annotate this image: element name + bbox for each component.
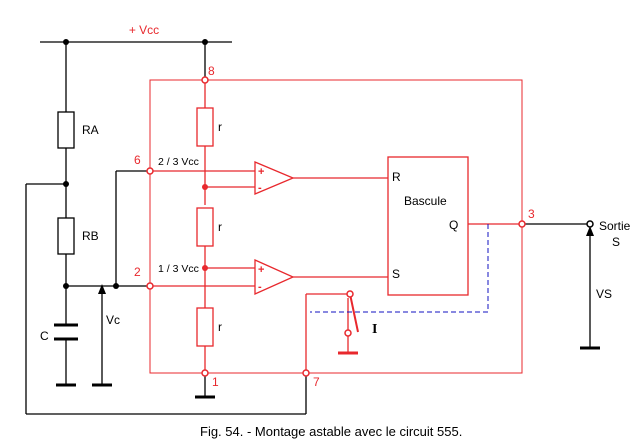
output-label-line2: S: [612, 235, 620, 249]
resistor-rb: [57, 217, 75, 255]
flipflop-q: Q: [449, 218, 458, 232]
ic-pins: [146, 76, 526, 377]
junctions-red: [202, 184, 208, 271]
resistor-r-top: [196, 107, 214, 147]
external-wiring: [25, 41, 600, 415]
pin-1-label: 1: [212, 375, 219, 389]
pin-2-label: 2: [134, 265, 141, 279]
vc-label: Vc: [106, 313, 120, 327]
upper-threshold-label: 2 / 3 Vcc: [158, 156, 199, 168]
resistor-ra: [57, 111, 75, 149]
r-top-label: r: [218, 120, 222, 134]
comp2-plus: +: [258, 264, 264, 276]
flipflop-r: R: [392, 170, 401, 184]
figure-caption: Fig. 54. - Montage astable avec le circu…: [200, 424, 462, 439]
dashed-control-link: [310, 224, 489, 313]
pin-8-label: 8: [208, 64, 215, 78]
pin-7-label: 7: [313, 375, 320, 389]
vs-arrowhead: [586, 226, 594, 236]
rb-label: RB: [82, 229, 99, 243]
switch-label: I: [372, 322, 377, 337]
junctions-black: [63, 39, 208, 289]
comp2-minus: -: [258, 281, 262, 293]
comp1-plus: +: [258, 166, 264, 178]
flipflop-s: S: [392, 267, 400, 281]
output-terminal: [586, 220, 594, 228]
switch-contact-bottom: [344, 329, 352, 337]
resistor-r-mid: [196, 207, 214, 247]
pin-6-label: 6: [134, 153, 141, 167]
lower-threshold-label: 1 / 3 Vcc: [158, 263, 199, 275]
switch-blade: [349, 293, 359, 333]
switch-contact-top: [346, 290, 354, 298]
c-label: C: [40, 329, 49, 343]
flipflop-title: Bascule: [404, 194, 447, 208]
r-mid-label: r: [218, 220, 222, 234]
vs-label: VS: [596, 287, 612, 301]
internal-wiring: [150, 82, 522, 373]
pin-3-label: 3: [528, 207, 535, 221]
comparator-upper: [254, 161, 295, 195]
output-label-line1: Sortie: [599, 219, 631, 233]
ra-label: RA: [82, 123, 99, 137]
vc-arrowhead: [98, 284, 106, 294]
comp1-minus: -: [258, 182, 262, 194]
r-bottom-label: r: [218, 320, 222, 334]
resistor-r-bottom: [196, 307, 214, 347]
vcc-label: + Vcc: [129, 23, 159, 37]
comparator-lower: [254, 258, 295, 296]
flipflop-box: [387, 156, 469, 296]
